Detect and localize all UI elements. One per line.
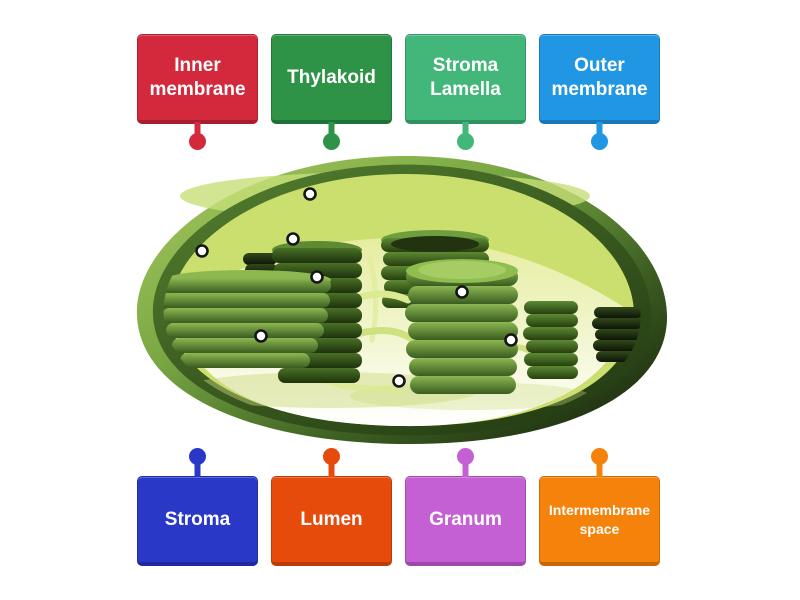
granum-stack-right	[405, 259, 518, 394]
label-pin	[457, 122, 474, 150]
granum-stack-small-right	[523, 301, 578, 379]
granum-stack-far-right	[592, 307, 641, 362]
stroma-region	[178, 238, 628, 427]
label-chip-intermembrane-space[interactable]: Intermembrane space	[539, 448, 660, 566]
target-dot[interactable]	[254, 329, 268, 343]
target-dot[interactable]	[455, 285, 469, 299]
target-dot[interactable]	[303, 187, 317, 201]
target-dot[interactable]	[504, 333, 518, 347]
label-pin	[591, 448, 608, 477]
label-chip-lumen[interactable]: Lumen	[271, 448, 392, 566]
chloroplast-outer-envelope	[136, 155, 668, 445]
label-pin	[323, 122, 340, 150]
label-chip-granum[interactable]: Granum	[405, 448, 526, 566]
label-chip-stroma-lamella[interactable]: Stroma Lamella	[405, 34, 526, 150]
target-dot[interactable]	[310, 270, 324, 284]
label-text: Lumen	[271, 476, 392, 566]
label-text: Stroma	[137, 476, 258, 566]
label-text: Thylakoid	[271, 34, 392, 124]
granum-stack-centre	[271, 241, 362, 383]
label-pin	[591, 122, 608, 150]
target-dot[interactable]	[195, 244, 209, 258]
label-chip-thylakoid[interactable]: Thylakoid	[271, 34, 392, 150]
label-text: Outer membrane	[539, 34, 660, 124]
label-text: Intermembrane space	[539, 476, 660, 566]
granum-stack-back	[381, 230, 489, 308]
target-dot[interactable]	[286, 232, 300, 246]
granum-stack-left	[163, 270, 331, 368]
stroma-lamella-strands	[297, 255, 531, 392]
label-chip-outer-membrane[interactable]: Outer membrane	[539, 34, 660, 150]
label-text: Granum	[405, 476, 526, 566]
label-pin	[457, 448, 474, 477]
label-pin	[189, 122, 206, 150]
target-dot[interactable]	[392, 374, 406, 388]
label-pin	[323, 448, 340, 477]
label-pin	[189, 448, 206, 477]
label-text: Inner membrane	[137, 34, 258, 124]
label-chip-stroma[interactable]: Stroma	[137, 448, 258, 566]
target-dots	[195, 187, 518, 388]
label-chip-inner-membrane[interactable]: Inner membrane	[137, 34, 258, 150]
label-text: Stroma Lamella	[405, 34, 526, 124]
